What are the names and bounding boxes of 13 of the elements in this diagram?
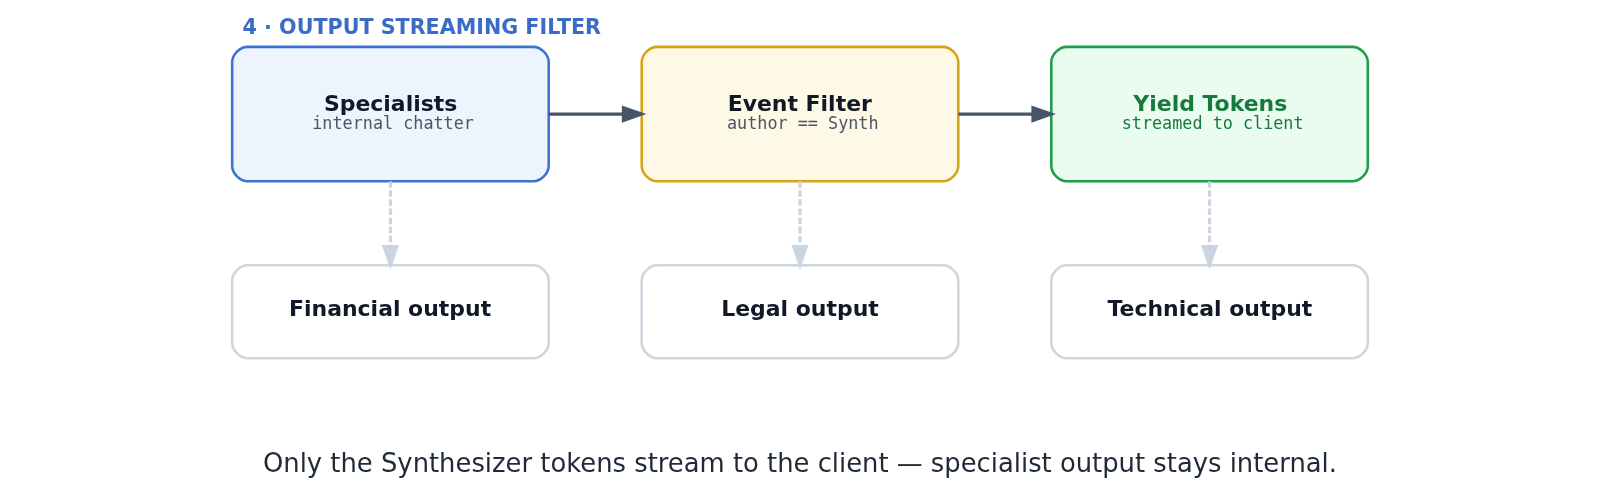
arrow [791, 181, 809, 270]
arrow [381, 181, 400, 270]
node-box: Yield Tokens streamed to client [1050, 45, 1370, 183]
node-box: Specialists internal chatter [230, 45, 550, 183]
arrow [958, 105, 1056, 123]
node-box: Legal output [640, 263, 960, 360]
diagram-title: 4 · OUTPUT STREAMING FILTER [242, 14, 602, 39]
node-box: Financial output [230, 263, 550, 360]
caption: Only the Synthesizer tokens stream to the client — specialist output stays internal. [262, 447, 1338, 478]
node-box: Event Filter author == Synth [640, 45, 960, 183]
node-box: Technical output [1050, 263, 1370, 360]
arrow [1200, 181, 1219, 270]
arrow [548, 105, 647, 123]
